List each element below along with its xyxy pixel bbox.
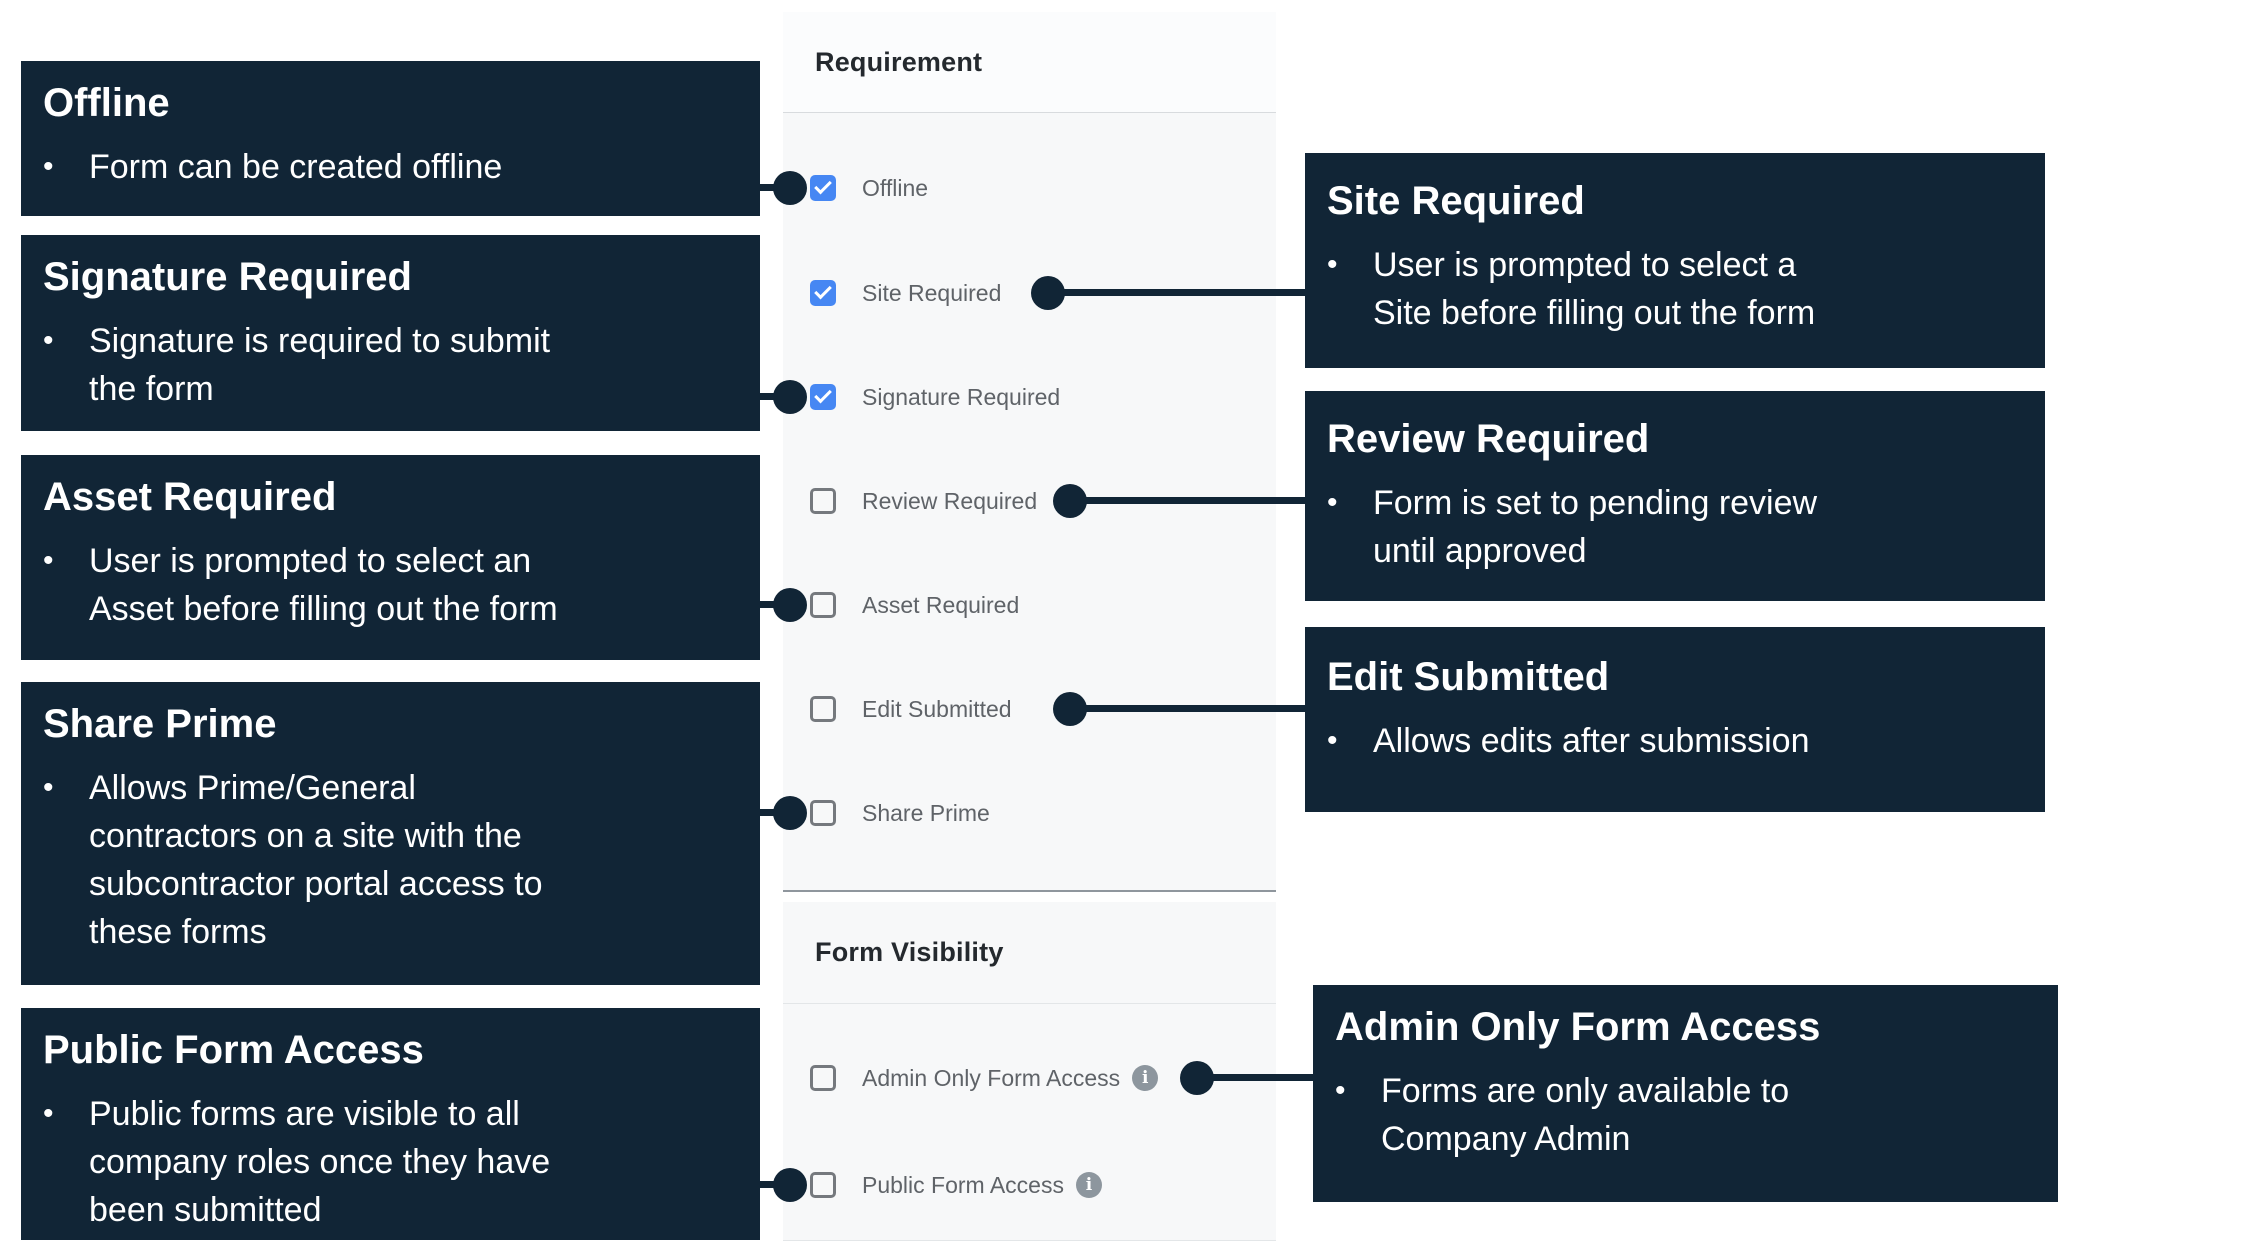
callout-title: Offline <box>43 81 170 125</box>
callout-review-required: Review Required • Form is set to pending … <box>1305 391 2045 601</box>
bullet-marker: • <box>43 324 54 357</box>
callout-public-form-access: Public Form Access • Public forms are vis… <box>21 1008 760 1240</box>
share-prime-checkbox[interactable] <box>810 800 836 826</box>
callout-text: Signature is required to submit the form <box>89 322 551 408</box>
asset-required-label: Asset Required <box>862 591 1020 618</box>
row-share-prime: Share Prime <box>810 761 990 865</box>
row-review-required: Review Required <box>810 449 1037 553</box>
callout-edit-submitted: Edit Submitted • Allows edits after submi… <box>1305 627 2045 812</box>
callout-admin-only-form-access: Admin Only Form Access • Forms are only a… <box>1313 985 2058 1202</box>
site-required-label: Site Required <box>862 279 1002 306</box>
callout-text: User is prompted to select a Site before… <box>1373 246 1816 332</box>
offline-checkbox[interactable] <box>810 175 836 201</box>
info-icon[interactable]: i <box>1075 1172 1102 1198</box>
callout-title: Admin Only Form Access <box>1335 1005 1821 1049</box>
connector-dot <box>773 380 807 414</box>
admin-only-form-access-checkbox[interactable] <box>810 1065 836 1091</box>
bullet-marker: • <box>43 150 54 183</box>
connector-line <box>1197 1074 1314 1081</box>
bullet-marker: • <box>1335 1074 1346 1107</box>
callout-text: Forms are only available to Company Admi… <box>1381 1072 1790 1158</box>
connector-dot <box>773 171 807 205</box>
callout-text: User is prompted to select an Asset befo… <box>89 542 558 628</box>
offline-label: Offline <box>862 174 929 201</box>
callout-asset-required: Asset Required • User is prompted to sele… <box>21 455 760 660</box>
callout-title: Edit Submitted <box>1327 655 1610 699</box>
connector-dot <box>773 796 807 830</box>
callout-text: Allows Prime/General contractors on a si… <box>89 769 543 951</box>
row-signature-required: Signature Required <box>810 345 1060 449</box>
admin-only-form-access-label: Admin Only Form Access <box>862 1064 1121 1091</box>
callout-title: Share Prime <box>43 702 277 746</box>
row-edit-submitted: Edit Submitted <box>810 657 1012 761</box>
public-form-access-label: Public Form Access <box>862 1171 1064 1198</box>
callout-title: Public Form Access <box>43 1028 424 1072</box>
bullet-marker: • <box>1327 248 1338 281</box>
callout-text: Form is set to pending review until appr… <box>1373 484 1818 570</box>
edit-submitted-checkbox[interactable] <box>810 696 836 722</box>
public-form-access-checkbox[interactable] <box>810 1172 836 1198</box>
row-site-required: Site Required <box>810 241 1001 345</box>
callout-title: Review Required <box>1327 417 1650 461</box>
connector-line <box>1048 289 1306 296</box>
connector-line <box>1070 497 1306 504</box>
requirement-header-strip <box>783 12 1276 113</box>
callout-title: Asset Required <box>43 475 337 519</box>
callout-site-required: Site Required • User is prompted to selec… <box>1305 153 2045 368</box>
callout-signature-required: Signature Required • Signature is require… <box>21 235 760 431</box>
callout-title: Site Required <box>1327 179 1585 223</box>
site-required-checkbox[interactable] <box>810 280 836 306</box>
row-offline: Offline <box>810 136 928 240</box>
form-visibility-section-title: Form Visibility <box>815 936 1004 967</box>
connector-line <box>1070 705 1306 712</box>
info-icon[interactable]: i <box>1132 1065 1159 1091</box>
bullet-marker: • <box>1327 724 1338 757</box>
bullet-marker: • <box>43 544 54 577</box>
callout-text: Allows edits after submission <box>1373 722 1810 760</box>
callout-text: Form can be created offline <box>89 148 503 186</box>
callout-text: Public forms are visible to all company … <box>89 1095 551 1229</box>
bullet-marker: • <box>1327 486 1338 519</box>
edit-submitted-label: Edit Submitted <box>862 695 1012 722</box>
connector-dot <box>773 1168 807 1202</box>
row-public-form-access: Public Form Access i <box>810 1133 1102 1237</box>
review-required-label: Review Required <box>862 487 1038 514</box>
signature-required-label: Signature Required <box>862 383 1061 410</box>
signature-required-checkbox[interactable] <box>810 384 836 410</box>
callout-share-prime: Share Prime • Allows Prime/General contra… <box>21 682 760 985</box>
callout-offline: Offline • Form can be created offline <box>21 61 760 216</box>
requirement-section-title: Requirement <box>815 46 983 77</box>
asset-required-checkbox[interactable] <box>810 592 836 618</box>
bullet-marker: • <box>43 1097 54 1130</box>
form-visibility-header-strip <box>783 902 1276 1004</box>
callout-title: Signature Required <box>43 255 412 299</box>
requirement-card: Requirement <box>783 12 1276 892</box>
row-admin-only-form-access: Admin Only Form Access i <box>810 1026 1159 1130</box>
bullet-marker: • <box>43 771 54 804</box>
row-asset-required: Asset Required <box>810 553 1019 657</box>
share-prime-label: Share Prime <box>862 799 990 826</box>
review-required-checkbox[interactable] <box>810 488 836 514</box>
connector-dot <box>773 588 807 622</box>
